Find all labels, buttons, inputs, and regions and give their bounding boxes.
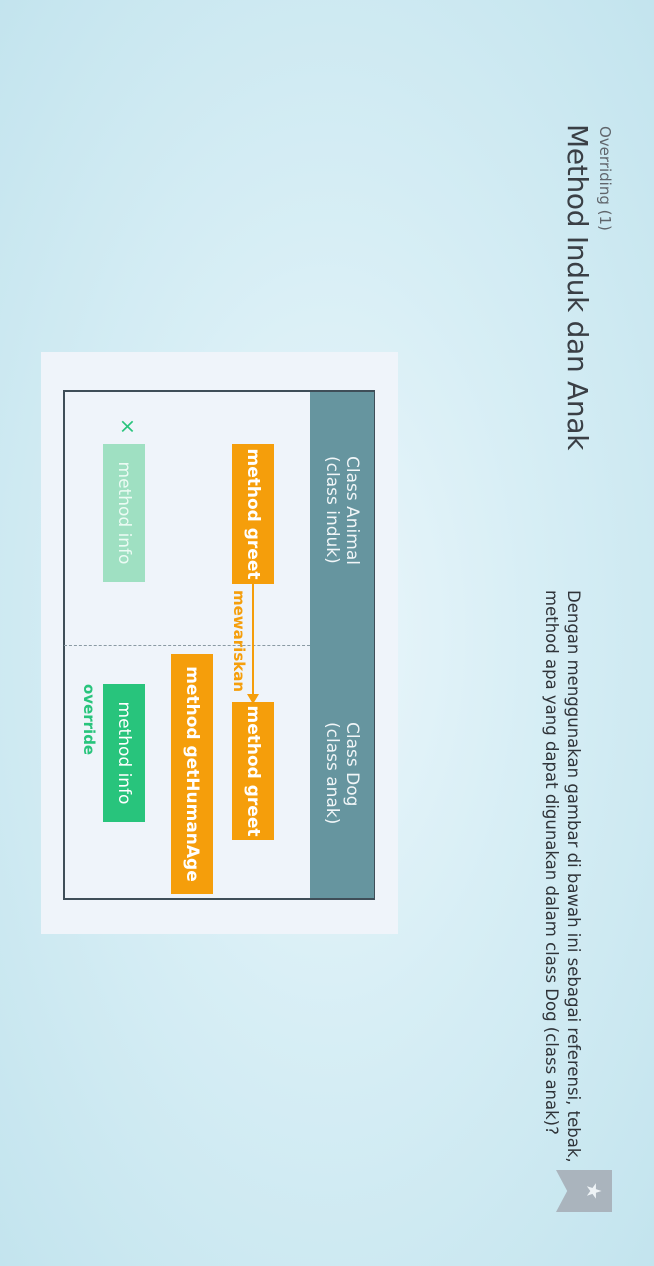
parent-class-role: (class induk) [322,456,342,564]
class-divider [64,645,310,646]
parent-method-greet: method greet [232,444,274,584]
parent-class-name: Class Animal [342,456,362,565]
child-class-header: Class Dog (class anak) [310,722,374,824]
parent-class-header: Class Animal (class induk) [310,456,374,565]
parent-method-info: method info [103,444,145,582]
child-class-name: Class Dog [342,722,362,807]
lesson-subtitle: Overriding (1) [596,126,614,231]
child-class-role: (class anak) [322,722,342,825]
diagram-header: Class Animal (class induk) Class Dog (cl… [310,392,374,898]
question-prompt: Dengan menggunakan gambar di bawah ini s… [542,590,583,1163]
child-method-greet: method greet [232,702,274,840]
inherit-arrow-line [252,584,254,696]
child-method-human-age: method getHumanAge [171,654,213,894]
star-icon: ★ [582,1182,606,1200]
cross-icon: × [116,418,140,435]
child-method-info: method info [103,684,145,822]
override-label: override [80,684,98,756]
lesson-title: Method Induk dan Anak [561,124,594,451]
inherit-label: mewariskan [230,590,248,693]
